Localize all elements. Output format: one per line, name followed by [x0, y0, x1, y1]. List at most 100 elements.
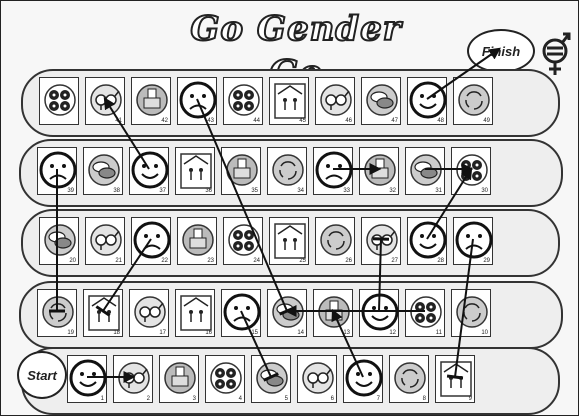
square-number: 43 — [207, 118, 214, 124]
square-number: 1 — [101, 396, 104, 402]
board-square-41[interactable]: 41 — [85, 77, 125, 125]
board-square-10[interactable]: 10 — [451, 289, 491, 337]
board-square-8[interactable]: 8 — [389, 355, 429, 403]
board-square-38[interactable]: 38 — [83, 147, 123, 195]
square-number: 23 — [207, 258, 214, 264]
board-square-25[interactable]: 25 — [269, 217, 309, 265]
board-square-30[interactable]: 30 — [451, 147, 491, 195]
board-square-31[interactable]: 31 — [405, 147, 445, 195]
square-number: 13 — [343, 330, 350, 336]
board-square-6[interactable]: 6 — [297, 355, 337, 403]
square-number: 12 — [389, 330, 396, 336]
board-square-11[interactable]: 11 — [405, 289, 445, 337]
square-number: 17 — [159, 330, 166, 336]
board-square-49[interactable]: 49 — [453, 77, 493, 125]
board-square-19[interactable]: 19 — [37, 289, 77, 337]
board-square-2[interactable]: 2 — [113, 355, 153, 403]
square-number: 25 — [299, 258, 306, 264]
game-title: Go Gender Go — [171, 7, 421, 51]
board-square-17[interactable]: 17 — [129, 289, 169, 337]
square-number: 14 — [297, 330, 304, 336]
square-number: 35 — [251, 188, 258, 194]
board-square-26[interactable]: 26 — [315, 217, 355, 265]
square-number: 46 — [345, 118, 352, 124]
board-square-43[interactable]: 43 — [177, 77, 217, 125]
square-number: 29 — [483, 258, 490, 264]
board-square-33[interactable]: 33 — [313, 147, 353, 195]
square-number: 36 — [205, 188, 212, 194]
board-square-13[interactable]: 13 — [313, 289, 353, 337]
board-square-27[interactable]: 27 — [361, 217, 401, 265]
board-square-48[interactable]: 48 — [407, 77, 447, 125]
square-number: 8 — [423, 396, 426, 402]
square-number: 28 — [437, 258, 444, 264]
square-number: 30 — [481, 188, 488, 194]
board-square-32[interactable]: 32 — [359, 147, 399, 195]
square-number: 34 — [297, 188, 304, 194]
start-label: Start — [27, 368, 57, 383]
square-number: 18 — [113, 330, 120, 336]
square-number: 45 — [299, 118, 306, 124]
board-square-1[interactable]: 1 — [67, 355, 107, 403]
square-number: 49 — [483, 118, 490, 124]
board-square-9[interactable]: 9 — [435, 355, 475, 403]
square-number: 2 — [147, 396, 150, 402]
square-number: 47 — [391, 118, 398, 124]
board-square-28[interactable]: 28 — [407, 217, 447, 265]
board-square-20[interactable]: 20 — [39, 217, 79, 265]
start-space[interactable]: Start — [17, 351, 67, 399]
square-number: 6 — [331, 396, 334, 402]
square-number: 9 — [469, 396, 472, 402]
square-number: 26 — [345, 258, 352, 264]
square-number: 33 — [343, 188, 350, 194]
board-square-12[interactable]: 12 — [359, 289, 399, 337]
board-square-14[interactable]: 14 — [267, 289, 307, 337]
square-number: 4 — [239, 396, 242, 402]
board-square-39[interactable]: 39 — [37, 147, 77, 195]
board-square-44[interactable]: 44 — [223, 77, 263, 125]
square-number: 27 — [391, 258, 398, 264]
board-square-46[interactable]: 46 — [315, 77, 355, 125]
square-number: 20 — [69, 258, 76, 264]
board-square-21[interactable]: 21 — [85, 217, 125, 265]
square-number: 5 — [285, 396, 288, 402]
square-number: 7 — [377, 396, 380, 402]
board-square-top-left[interactable] — [39, 77, 79, 125]
board-square-16[interactable]: 16 — [175, 289, 215, 337]
board-square-42[interactable]: 42 — [131, 77, 171, 125]
square-number: 48 — [437, 118, 444, 124]
board-square-47[interactable]: 47 — [361, 77, 401, 125]
square-number: 37 — [159, 188, 166, 194]
board-square-15[interactable]: 15 — [221, 289, 261, 337]
board-square-37[interactable]: 37 — [129, 147, 169, 195]
square-number: 39 — [67, 188, 74, 194]
square-number: 32 — [389, 188, 396, 194]
board-square-35[interactable]: 35 — [221, 147, 261, 195]
board-square-3[interactable]: 3 — [159, 355, 199, 403]
square-number: 16 — [205, 330, 212, 336]
board-square-22[interactable]: 22 — [131, 217, 171, 265]
square-number: 3 — [193, 396, 196, 402]
square-number: 41 — [115, 118, 122, 124]
board-square-24[interactable]: 24 — [223, 217, 263, 265]
board-square-5[interactable]: 5 — [251, 355, 291, 403]
board-square-4[interactable]: 4 — [205, 355, 245, 403]
board-square-45[interactable]: 45 — [269, 77, 309, 125]
finish-space[interactable]: Finish — [467, 29, 535, 73]
square-number: 19 — [67, 330, 74, 336]
square-number: 44 — [253, 118, 260, 124]
finish-label: Finish — [482, 44, 520, 59]
board-square-18[interactable]: 18 — [83, 289, 123, 337]
board-square-29[interactable]: 29 — [453, 217, 493, 265]
square-number: 10 — [481, 330, 488, 336]
square-number: 38 — [113, 188, 120, 194]
board-square-36[interactable]: 36 — [175, 147, 215, 195]
board-square-7[interactable]: 7 — [343, 355, 383, 403]
square-number: 22 — [161, 258, 168, 264]
square-number: 21 — [115, 258, 122, 264]
board-square-23[interactable]: 23 — [177, 217, 217, 265]
square-number: 11 — [436, 330, 442, 336]
gears-icon — [40, 78, 80, 126]
board-square-34[interactable]: 34 — [267, 147, 307, 195]
